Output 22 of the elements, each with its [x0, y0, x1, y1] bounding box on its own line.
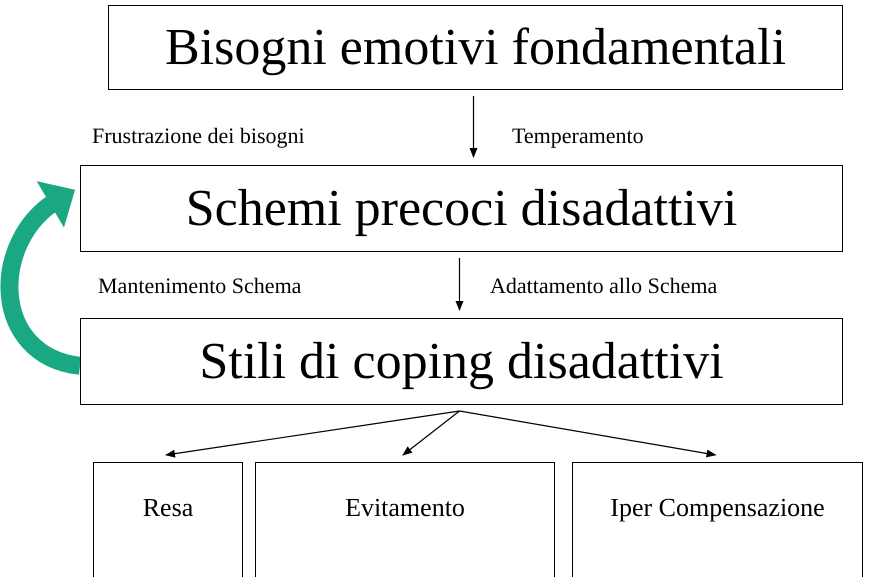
process-box [80, 318, 843, 405]
box-text: Stili di coping disadattivi [199, 332, 724, 392]
arrow [459, 410, 716, 458]
arrow [470, 96, 478, 158]
arrow [0, 183, 82, 375]
process-box [93, 462, 243, 577]
process-box [255, 462, 555, 577]
annotation-text: Mantenimento Schema [98, 272, 302, 300]
process-box [108, 5, 843, 90]
box-text: Bisogni emotivi fondamentali [164, 18, 786, 78]
box-text: Evitamento [345, 492, 465, 524]
arrow [402, 410, 460, 456]
annotation-text: Adattamento allo Schema [490, 272, 718, 300]
arrow [165, 410, 460, 458]
arrow [456, 258, 464, 311]
box-text: Iper Compensazione [610, 492, 825, 524]
box-text: Resa [142, 492, 194, 524]
annotation-text: Frustrazione dei bisogni [92, 122, 305, 150]
box-text: Schemi precoci disadattivi [186, 179, 738, 239]
process-box [572, 462, 863, 577]
annotation-text: Temperamento [512, 122, 644, 150]
process-box [80, 165, 843, 252]
